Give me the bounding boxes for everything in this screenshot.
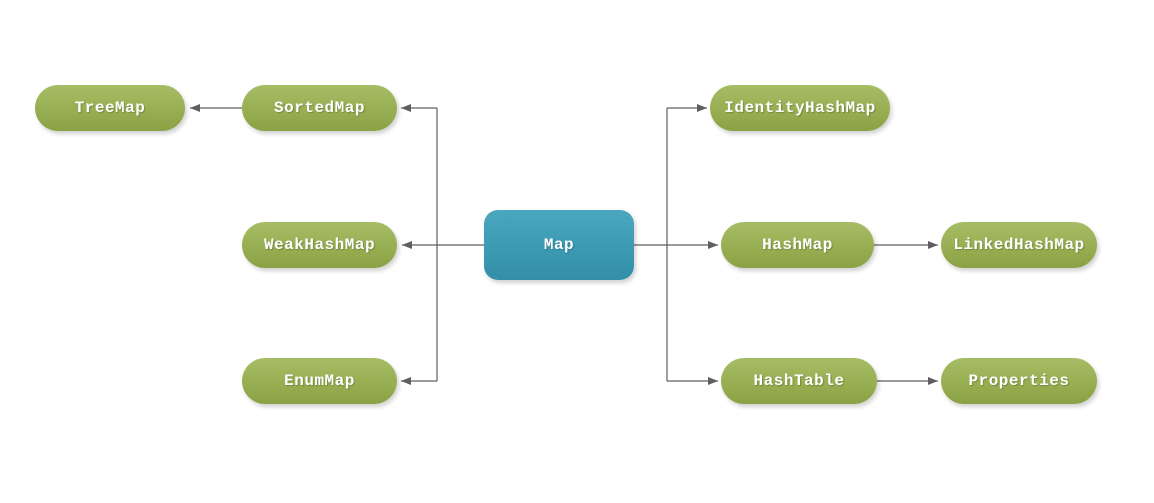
node-linkedhashmap: LinkedHashMap — [941, 222, 1097, 268]
node-properties-label: Properties — [968, 372, 1070, 390]
node-enummap-label: EnumMap — [284, 372, 355, 390]
node-hashmap-label: HashMap — [762, 236, 833, 254]
node-properties: Properties — [941, 358, 1097, 404]
node-weakhashmap: WeakHashMap — [242, 222, 397, 268]
node-identityhashmap-label: IdentityHashMap — [724, 99, 876, 117]
node-sortedmap-label: SortedMap — [274, 99, 365, 117]
node-hashtable: HashTable — [721, 358, 877, 404]
node-map-label: Map — [543, 236, 575, 254]
node-hashmap: HashMap — [721, 222, 874, 268]
node-linkedhashmap-label: LinkedHashMap — [953, 236, 1085, 254]
node-weakhashmap-label: WeakHashMap — [263, 236, 376, 254]
node-hashtable-label: HashTable — [753, 372, 845, 390]
node-enummap: EnumMap — [242, 358, 397, 404]
node-sortedmap: SortedMap — [242, 85, 397, 131]
node-identityhashmap: IdentityHashMap — [710, 85, 890, 131]
node-map: Map — [484, 210, 634, 280]
node-treemap-label: TreeMap — [74, 99, 146, 117]
node-treemap: TreeMap — [35, 85, 185, 131]
